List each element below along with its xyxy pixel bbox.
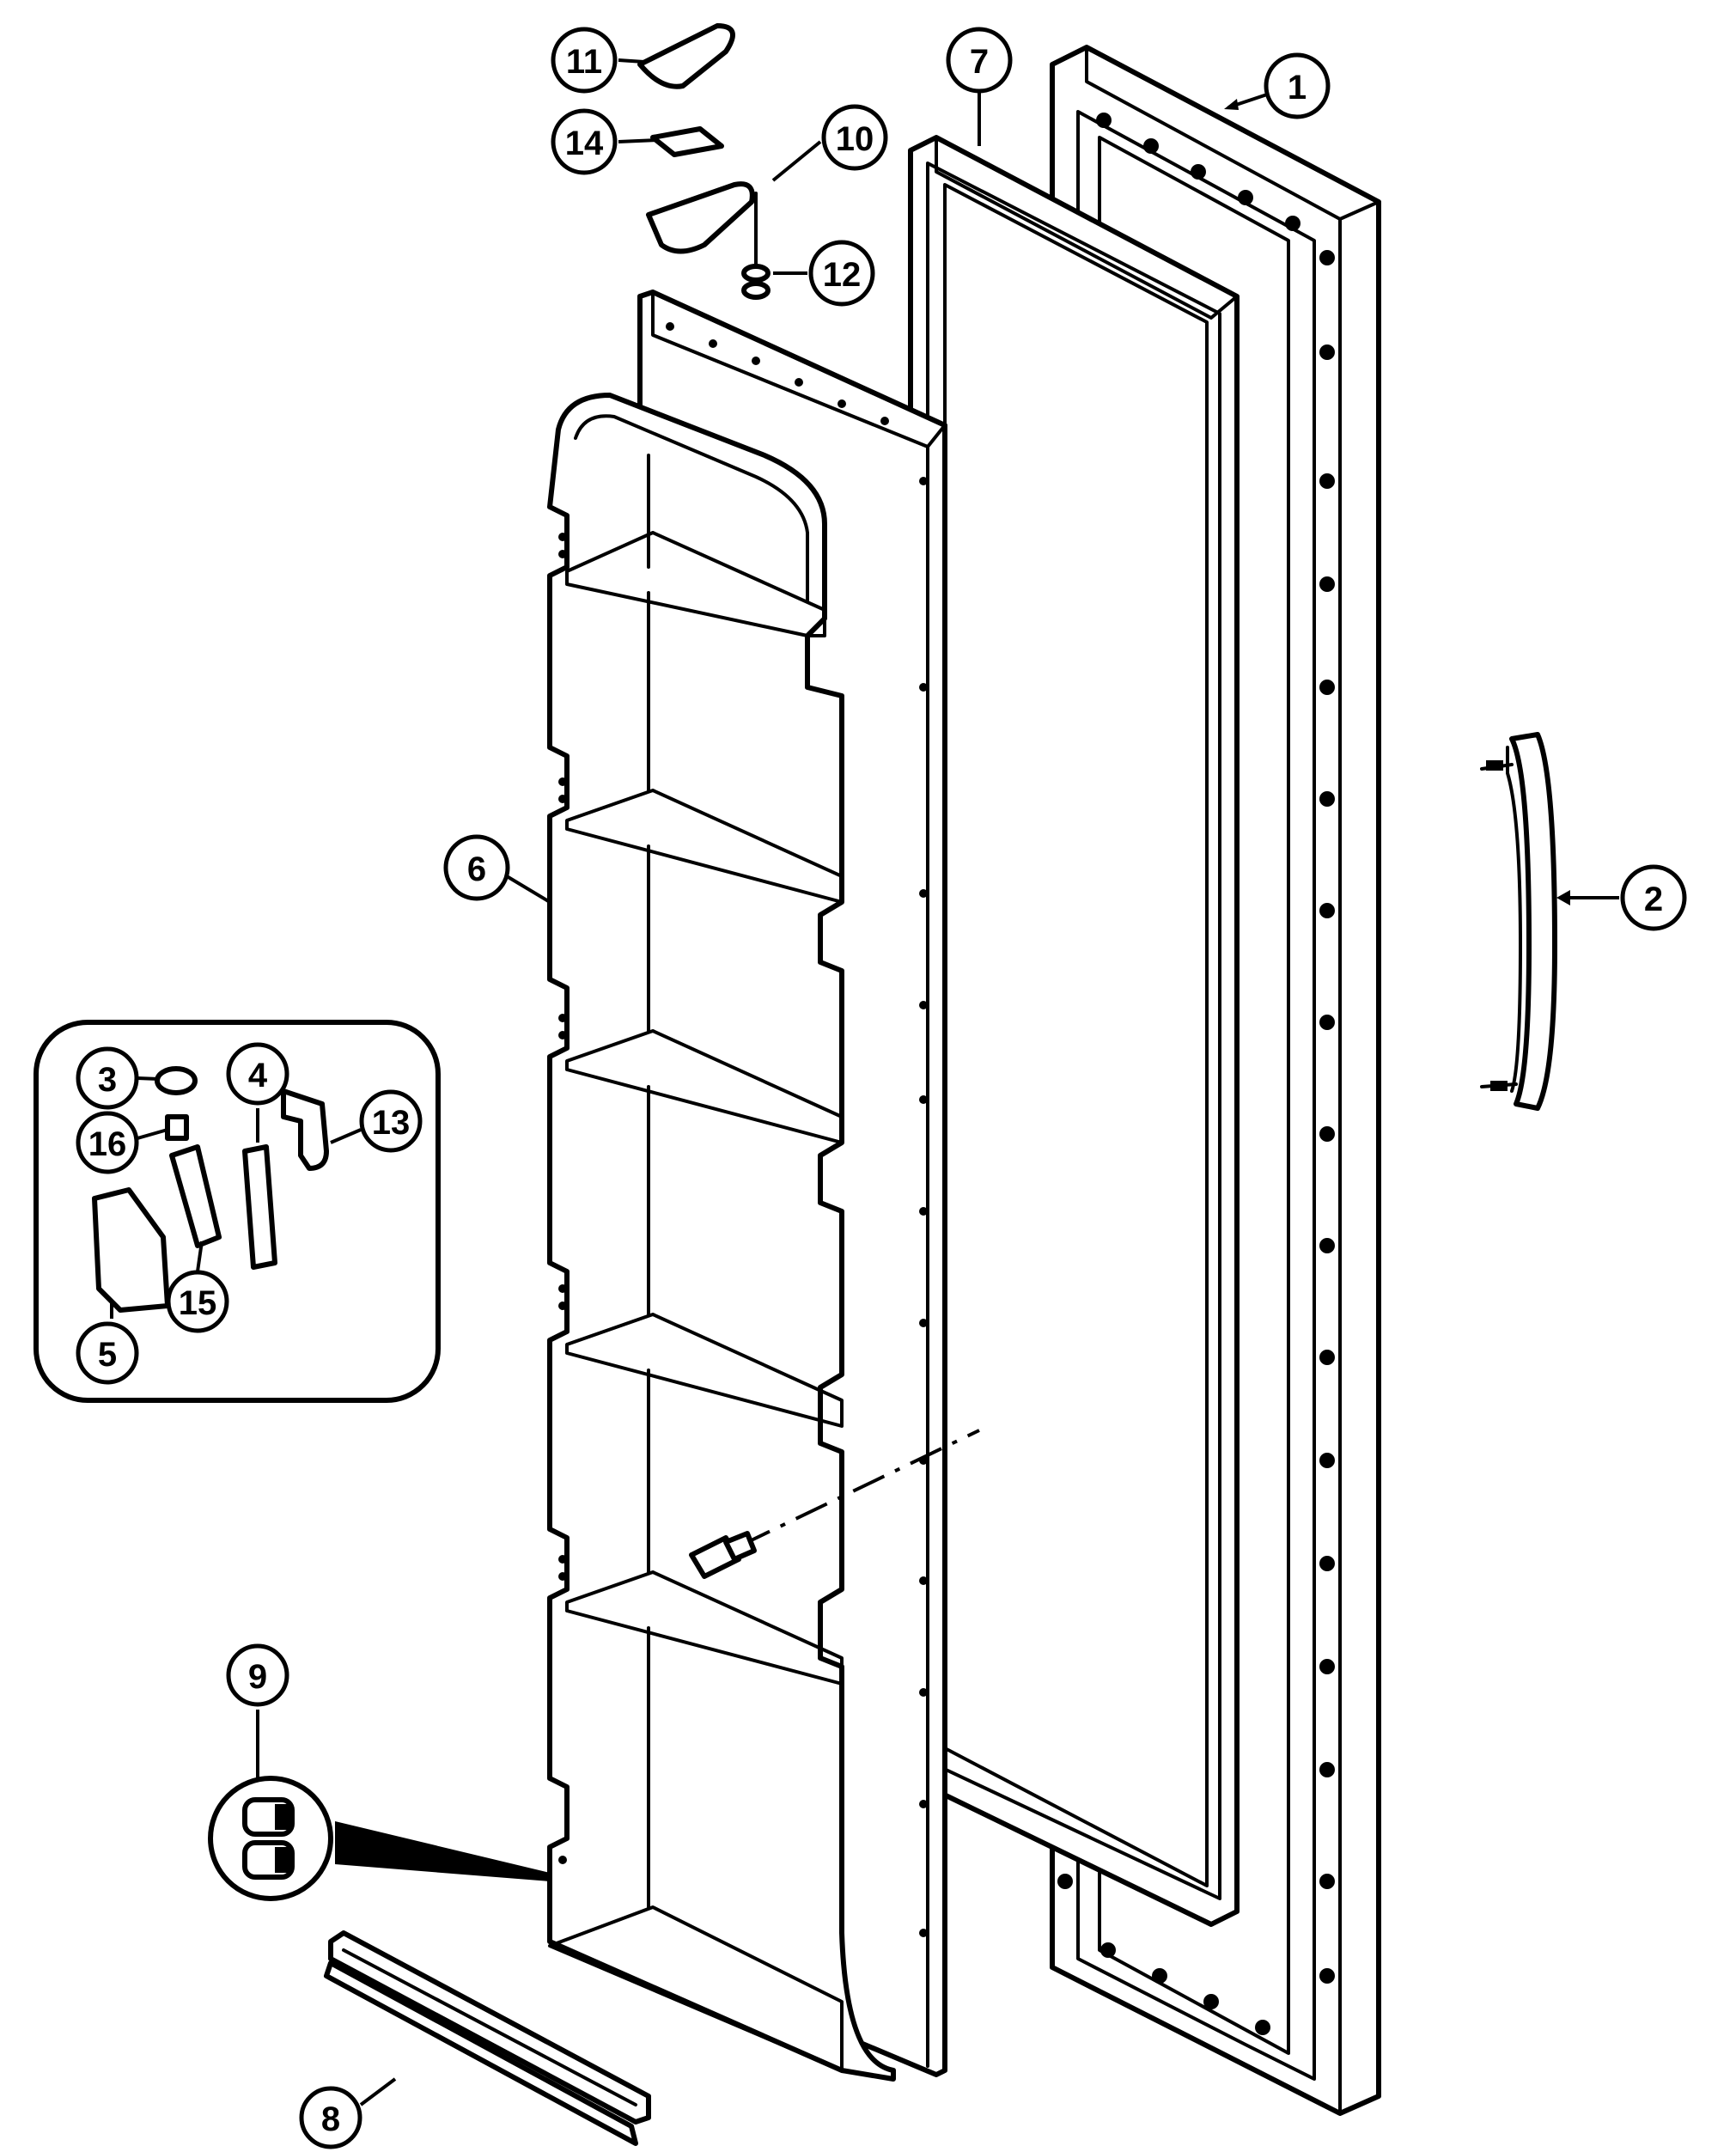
clip-detail-inset [208, 1776, 550, 1901]
callout-label: 12 [823, 256, 862, 294]
callout-label: 14 [565, 125, 604, 162]
bottom-trim [324, 1930, 651, 2146]
callout-13: 13 [359, 1089, 423, 1153]
callout-15: 15 [166, 1270, 229, 1333]
callout-label: 16 [88, 1125, 127, 1163]
mounting-screw [689, 1429, 980, 1579]
callout-label: 1 [1288, 69, 1307, 107]
callout-7: 7 [946, 27, 1013, 94]
callout-3: 3 [76, 1046, 139, 1110]
callout-label: 15 [179, 1284, 217, 1322]
callout-label: 4 [248, 1057, 268, 1094]
top-hinge [646, 181, 755, 254]
callout-1: 1 [1264, 52, 1331, 119]
callout-label: 9 [248, 1658, 267, 1696]
top-hinge-parts [637, 23, 771, 300]
callout-label: 2 [1644, 881, 1663, 918]
callout-6: 6 [443, 834, 510, 901]
door-handle [1480, 732, 1557, 1111]
hinge-shim [650, 126, 724, 157]
callout-16: 16 [76, 1111, 139, 1174]
callout-label: 3 [98, 1061, 117, 1099]
callout-label: 7 [970, 43, 989, 81]
callout-label: 10 [836, 120, 874, 158]
callout-label: 13 [372, 1104, 411, 1142]
callout-label: 6 [467, 850, 486, 888]
callout-12: 12 [808, 240, 875, 307]
hinge-cover [637, 23, 735, 89]
door-gasket [908, 135, 1240, 1927]
door-liner [547, 290, 947, 2082]
callout-11: 11 [551, 27, 618, 94]
callout-14: 14 [551, 108, 618, 175]
hinge-washer [741, 264, 771, 283]
hardware-inset-box [34, 1020, 441, 1403]
callout-5: 5 [76, 1321, 139, 1385]
leader-lines [110, 58, 1619, 2106]
callout-label: 5 [98, 1336, 117, 1374]
callout-2: 2 [1620, 864, 1687, 931]
washer-icon [155, 1066, 198, 1095]
callout-10: 10 [821, 104, 888, 171]
callout-4: 4 [226, 1042, 289, 1106]
callout-9: 9 [226, 1643, 289, 1707]
callout-label: 11 [566, 43, 602, 81]
callout-label: 8 [321, 2100, 340, 2138]
callout-8: 8 [299, 2086, 362, 2149]
